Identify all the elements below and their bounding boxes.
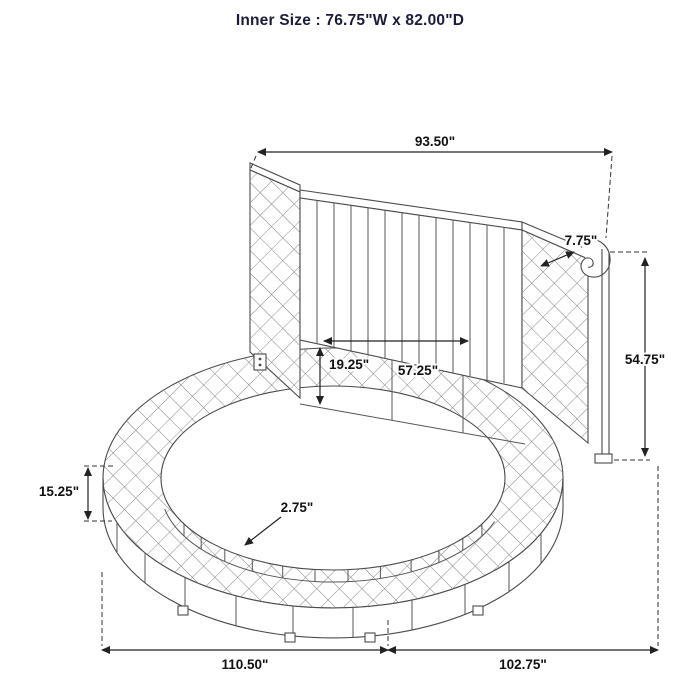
leader-line: [244, 516, 282, 546]
dimension-line: [540, 251, 575, 267]
bracket-bolt: [258, 357, 262, 361]
dim-inner-width: 57.25": [323, 337, 469, 380]
dim-side-rail-height: 15.25": [37, 465, 116, 522]
extension-line: [250, 155, 257, 169]
dim-platform-lip-label: 2.75": [281, 500, 314, 515]
rear-post: [601, 249, 610, 456]
dim-headboard-height-label: 54.75": [625, 352, 665, 367]
dim-platform-lip: 2.75": [244, 498, 315, 546]
dimensions: 93.50" 7.75" 54.75" 19.25": [37, 132, 667, 674]
post-foot: [594, 453, 613, 464]
dim-top-thickness-label: 7.75": [565, 233, 598, 248]
extension-line: [605, 155, 613, 239]
dim-side-rail-height-label: 15.25": [39, 484, 79, 499]
dim-top-width-label: 93.50": [415, 134, 455, 149]
skirt-panel-lines: [116, 523, 542, 638]
deck-rear-edge: [299, 403, 526, 445]
dim-base-width: 110.50": [101, 572, 389, 674]
bed-feet: [177, 605, 484, 643]
channel-tufting-lines: [316, 200, 505, 383]
inner-platform: [160, 385, 506, 571]
dim-top-thickness: 7.75": [540, 231, 599, 267]
bracket-bolt: [258, 363, 262, 367]
platform-lip-edge: [164, 508, 496, 583]
dim-base-depth: 102.75": [387, 466, 659, 674]
dim-headboard-clearance: 19.25": [316, 347, 371, 405]
platform-lip-channels: [183, 524, 483, 582]
page-title: Inner Size : 76.75"W x 82.00"D: [235, 12, 465, 29]
dim-base-width-label: 110.50": [222, 657, 269, 672]
left-wing-tufting: [250, 170, 300, 398]
bed-base: [102, 347, 564, 643]
dim-base-depth-label: 102.75": [499, 657, 547, 672]
headboard-legs: [391, 360, 464, 433]
dim-top-width: 93.50": [250, 132, 613, 239]
right-wing-tufting: [522, 230, 588, 443]
dim-inner-width-label: 57.25": [398, 363, 438, 378]
dim-headboard-height: 54.75": [610, 251, 667, 461]
dim-headboard-clearance-label: 19.25": [329, 357, 369, 372]
rail-bracket: [253, 353, 267, 371]
